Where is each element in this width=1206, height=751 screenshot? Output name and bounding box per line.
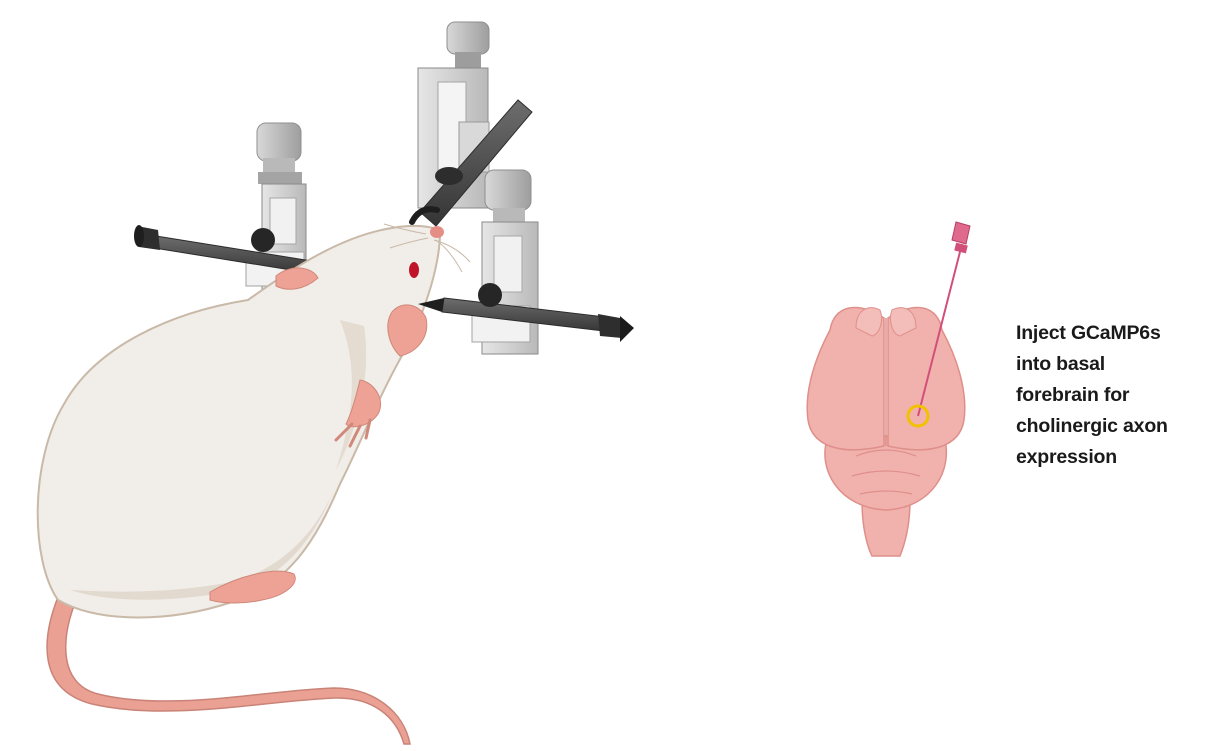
rat-eye: [409, 262, 419, 278]
rat-body: [38, 226, 440, 618]
caption-line-5: expression: [1016, 442, 1206, 473]
rat-ear: [388, 305, 427, 356]
caption-line-3: forebrain for: [1016, 380, 1206, 411]
brain-icon: [807, 308, 965, 556]
injection-caption: Inject GCaMP6s into basal forebrain for …: [1016, 318, 1206, 473]
caption-line-1: Inject GCaMP6s: [1016, 318, 1206, 349]
rat-illustration: [38, 224, 470, 744]
caption-line-2: into basal: [1016, 349, 1206, 380]
caption-line-4: cholinergic axon: [1016, 411, 1206, 442]
